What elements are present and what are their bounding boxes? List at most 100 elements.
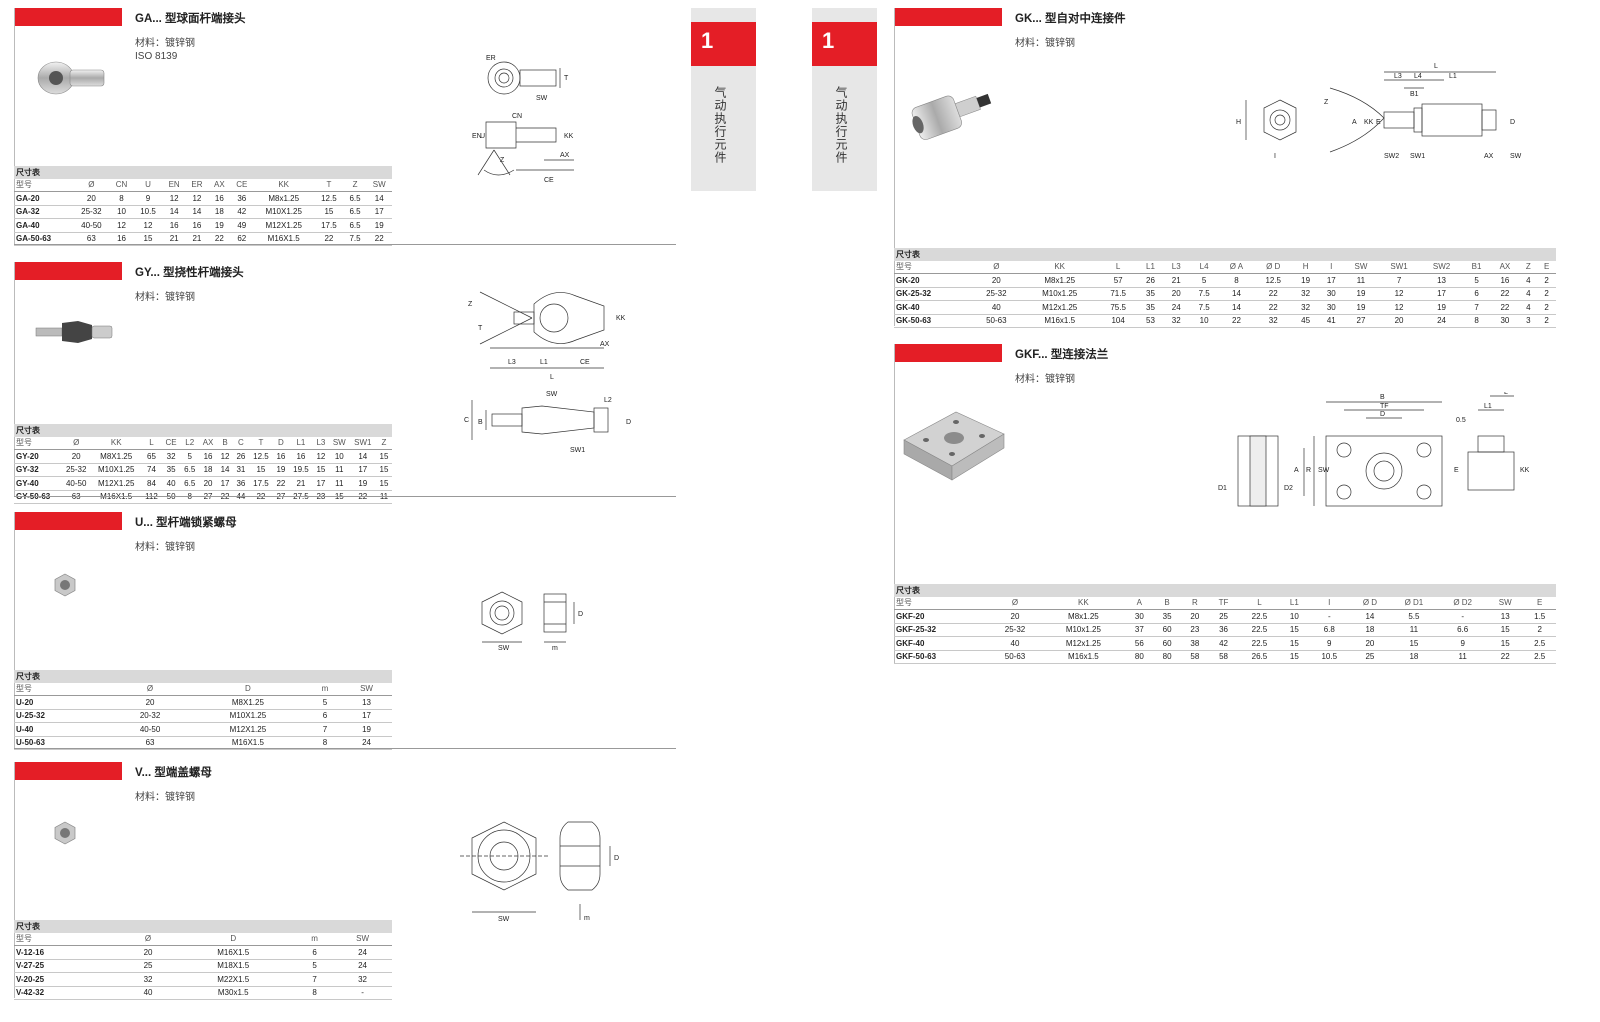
table-cell: 15 xyxy=(375,463,392,477)
table-cell: L1 xyxy=(1137,260,1164,274)
table-cell: 57 xyxy=(1098,273,1138,288)
table-cell: 4 xyxy=(1519,300,1538,315)
section-left-rule xyxy=(14,512,15,748)
table-cell: 16 xyxy=(185,218,209,233)
table-cell: 58 xyxy=(1180,650,1209,664)
table-cell: 32 xyxy=(1253,314,1293,328)
chapter-number: 1 xyxy=(822,28,835,53)
table-cell: 16 xyxy=(162,218,186,233)
table-cell: 21 xyxy=(288,476,313,491)
material-text: 材料：镀锌钢 ISO 8139 xyxy=(135,38,195,62)
table-cell: T xyxy=(248,436,273,450)
table-cell: 13 xyxy=(1487,609,1524,624)
table-cell: AX xyxy=(208,178,231,192)
table-cell: 6 xyxy=(1462,287,1491,301)
table-cell: 104 xyxy=(1098,314,1138,328)
table-cell: U xyxy=(133,178,163,192)
table-cell: Ø D1 xyxy=(1389,596,1439,610)
table-cell: 71.5 xyxy=(1098,287,1138,301)
svg-text:E: E xyxy=(1454,467,1459,474)
table-cell: KK xyxy=(253,178,315,192)
table-cell: GK-50-63 xyxy=(894,314,972,328)
material-text: 材料：镀锌钢 xyxy=(135,292,195,303)
svg-text:C: C xyxy=(464,417,469,424)
material-text: 材料：镀锌钢 xyxy=(135,542,195,553)
table-cell: 17 xyxy=(1420,287,1463,301)
table-cell: 9 xyxy=(1308,636,1351,651)
table-cell: 32 xyxy=(1292,287,1319,301)
table-cell: B xyxy=(1153,596,1181,610)
technical-drawing-u: SW D m xyxy=(481,591,583,652)
table-cell: 24 xyxy=(1163,300,1190,315)
table-cell: - xyxy=(1438,609,1488,624)
table-cell: L3 xyxy=(312,436,329,450)
table-cell: 41 xyxy=(1318,314,1345,328)
svg-text:I: I xyxy=(1274,153,1276,160)
table-cell: 20 xyxy=(199,476,218,491)
table-cell: 36 xyxy=(230,191,254,206)
table-cell: Ø xyxy=(61,436,92,450)
table-cell: 25-32 xyxy=(72,205,110,219)
table-cell: 6.5 xyxy=(343,205,367,219)
table-cell: D xyxy=(186,682,309,696)
svg-text:A: A xyxy=(1294,467,1299,474)
svg-text:m: m xyxy=(552,645,558,652)
svg-text:0.5: 0.5 xyxy=(1456,417,1466,424)
table-cell: M10x1.25 xyxy=(1020,287,1099,301)
table-cell: 15 xyxy=(1280,623,1309,637)
product-photo-coupling xyxy=(911,93,992,140)
table-cell: 15 xyxy=(1280,636,1309,651)
section-left-rule xyxy=(894,8,895,326)
table-cell: L4 xyxy=(1189,260,1220,274)
table-cell: 20 xyxy=(72,191,110,206)
table-cell: 6.8 xyxy=(1308,623,1351,637)
table-cell: 6.6 xyxy=(1438,623,1488,637)
table-cell: 22.5 xyxy=(1238,623,1281,637)
svg-text:Z: Z xyxy=(500,157,505,164)
table-cell: L xyxy=(141,436,162,450)
table-cell: 14 xyxy=(1219,287,1254,301)
technical-drawing-gk: L L3 L4 L1 B1 H Z A KK E D I SW2 SW1 AX … xyxy=(1236,63,1522,160)
table-cell: 30 xyxy=(1318,300,1345,315)
table-cell: 型号 xyxy=(14,932,126,946)
technical-drawing-gkf: B TF D L1 0.5 L D1 D2 A R SW E KK xyxy=(1218,392,1530,507)
section-gy: GY... 型挠性杆端接头 材料：镀锌钢 Z T L3 L1 CE AX KK … xyxy=(14,262,676,504)
section-accent-bar xyxy=(14,8,122,26)
table-cell: 2 xyxy=(1537,287,1556,301)
chapter-number: 1 xyxy=(701,28,714,53)
table-cell: 25-32 xyxy=(971,287,1021,301)
table-cell: L1 xyxy=(288,436,313,450)
table-cell: U-40 xyxy=(14,722,114,737)
section-left-rule xyxy=(14,8,15,244)
product-photo-rod-end xyxy=(37,61,105,95)
table-cell: 10 xyxy=(1280,609,1309,624)
svg-text:EN: EN xyxy=(472,133,482,140)
table-cell: M10X1.25 xyxy=(186,709,309,723)
table-cell: KK xyxy=(91,436,142,450)
table-cell: B xyxy=(217,436,233,450)
svg-text:L: L xyxy=(1434,63,1438,70)
table-cell: Ø D2 xyxy=(1438,596,1488,610)
table-cell: 1.5 xyxy=(1523,609,1556,624)
table-cell: 14 xyxy=(185,205,209,219)
table-cell: D xyxy=(272,436,289,450)
material-text: 材料：镀锌钢 xyxy=(1015,38,1075,49)
svg-text:SW: SW xyxy=(498,645,510,652)
product-photo-lock-nut xyxy=(54,573,76,597)
table-cell: 20-32 xyxy=(113,709,187,723)
table-cell: 65 xyxy=(141,449,162,464)
svg-text:E: E xyxy=(1376,119,1381,126)
table-cell: H xyxy=(1292,260,1319,274)
svg-text:D2: D2 xyxy=(1284,485,1293,492)
table-cell: 40-50 xyxy=(61,476,92,491)
table-cell: M30x1.5 xyxy=(170,986,296,1000)
